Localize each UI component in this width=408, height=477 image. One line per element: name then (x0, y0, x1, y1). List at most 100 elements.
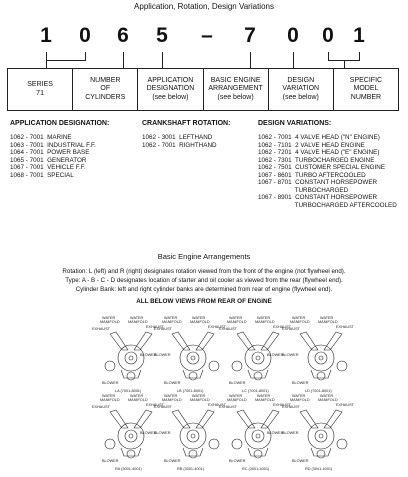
blower-label: BLOWER (282, 353, 299, 357)
engine-sketch: WATERMANIFOLDEXHAUSTWATERMANIFOLDEXHAUST… (154, 394, 227, 471)
design-row: 1062 - 7201 4 VALVE HEAD ("E" ENGINE) (258, 149, 380, 156)
application-row: 1068 - 7001 SPECIAL (10, 171, 74, 179)
water-manifold-label: MANIFOLD (255, 398, 275, 402)
exhaust-label: EXHAUST (282, 405, 301, 409)
engine-caption: LB (7001-8001) (177, 389, 204, 393)
exhaust-label: EXHAUST (336, 325, 355, 329)
application-row: 1062 - 7001 MARINE (10, 134, 72, 141)
crankshaft-section: CRANKSHAFT ROTATION: 1062 - 3001 LEFTHAN… (142, 120, 252, 149)
exhaust-label: EXHAUST (219, 405, 238, 409)
design-section: DESIGN VARIATIONS: 1062 - 7001 4 VALVE H… (258, 120, 406, 209)
exhaust-label: EXHAUST (92, 327, 111, 331)
digit-model-1: 0 (322, 24, 334, 47)
water-manifold-label: MANIFOLD (290, 320, 310, 324)
type-note: Type: A - B - C - D designates location … (65, 277, 343, 284)
application-section: APPLICATION DESIGNATION: 1062 - 7001 MAR… (10, 120, 135, 179)
engine-caption: LC (7001-8001) (242, 389, 269, 393)
water-manifold-label: MANIFOLD (318, 320, 338, 324)
water-manifold-label: MANIFOLD (162, 320, 182, 324)
design-row: TURBOCHARGED (258, 186, 349, 194)
blower-label: BLOWER (102, 381, 119, 385)
water-manifold-label: WATER (102, 316, 116, 320)
design-row: 1067 - 8601 TURBO AFTERCOOLED (258, 171, 366, 179)
water-manifold-label: WATER (130, 394, 144, 398)
water-manifold-label: MANIFOLD (227, 398, 247, 402)
design-row: 1062 - 7001 4 VALVE HEAD ("N" ENGINE) (258, 134, 380, 141)
digit-series-1: 1 (40, 24, 52, 47)
blower-label: BLOWER (164, 459, 181, 463)
water-manifold-label: MANIFOLD (290, 398, 310, 402)
crankshaft-row: 1062 - 7001 RIGHTHAND (142, 141, 217, 149)
engine-sketch: WATERMANIFOLDEXHAUSTWATERMANIFOLDEXHAUST… (219, 316, 292, 393)
water-manifold-label: MANIFOLD (100, 320, 120, 324)
engine-caption: RB (3001-4001) (177, 467, 205, 471)
water-manifold-label: WATER (257, 394, 271, 398)
arrangements-title: Basic Engine Arrangements (157, 252, 251, 261)
water-manifold-label: WATER (130, 316, 144, 320)
water-manifold-label: MANIFOLD (100, 398, 120, 402)
exhaust-label: EXHAUST (273, 403, 292, 407)
box-arrangement: BASIC ENGINE ARRANGEMENT (see below) (204, 69, 269, 110)
engine-caption: RC (3001-4001) (242, 467, 270, 471)
exhaust-label: EXHAUST (146, 325, 165, 329)
digit-series-2: 0 (79, 24, 91, 47)
water-manifold-label: MANIFOLD (227, 320, 247, 324)
exhaust-label: EXHAUST (208, 325, 227, 329)
digit-model-2: 1 (353, 24, 365, 47)
design-row: 1062 - 7501 CUSTOMER SPECIAL ENGINE (258, 164, 386, 171)
engine-sketch: WATERMANIFOLDEXHAUSTWATERMANIFOLDEXHAUST… (282, 316, 355, 393)
exhaust-label: EXHAUST (282, 327, 301, 331)
model-number-legend: SERIES 71 NUMBER OF CYLINDERS APPLICATIO… (7, 68, 399, 111)
water-manifold-label: WATER (192, 394, 206, 398)
engine-sketch: WATERMANIFOLDEXHAUSTWATERMANIFOLDEXHAUST… (154, 316, 227, 393)
water-manifold-label: MANIFOLD (162, 398, 182, 402)
exhaust-label: EXHAUST (154, 327, 173, 331)
application-row: 1064 - 7001 POWER BASE (10, 149, 90, 156)
blower-label: BLOWER (229, 459, 246, 463)
exhaust-label: EXHAUST (92, 405, 111, 409)
water-manifold-label: WATER (229, 316, 243, 320)
blower-label: BLOWER (282, 431, 299, 435)
application-row: 1065 - 7001 GENERATOR (10, 156, 87, 164)
design-row: 1062 - 7101 2 VALVE HEAD ENGINE (258, 141, 365, 149)
design-row: 1067 - 8901 CONSTANT HORSEPOWER (258, 194, 378, 201)
blower-label: BLOWER (154, 431, 171, 435)
exhaust-label: EXHAUST (336, 403, 355, 407)
blower-label: BLOWER (267, 353, 284, 357)
exhaust-label: EXHAUST (154, 405, 173, 409)
water-manifold-label: MANIFOLD (128, 398, 148, 402)
water-manifold-label: WATER (164, 394, 178, 398)
cylinder-bank-note: Cylinder Bank: left and right cylinder b… (75, 286, 333, 293)
digit-application: 5 (156, 24, 168, 47)
digit-dash: – (201, 24, 213, 47)
design-row: 1067 - 8701 CONSTANT HORSEPOWER (258, 179, 378, 186)
application-heading: APPLICATION DESIGNATION: (10, 120, 110, 127)
box-series: SERIES 71 (8, 69, 74, 110)
exhaust-label: EXHAUST (219, 327, 238, 331)
engine-caption: RD (3001-4001) (305, 467, 333, 471)
rotation-note: Rotation: L (left) and R (right) designa… (62, 268, 346, 275)
crankshaft-heading: CRANKSHAFT ROTATION: (142, 120, 231, 127)
water-manifold-label: WATER (320, 394, 334, 398)
water-manifold-label: WATER (320, 316, 334, 320)
blower-label: BLOWER (102, 459, 119, 463)
water-manifold-label: WATER (192, 316, 206, 320)
water-manifold-label: WATER (229, 394, 243, 398)
application-row: 1067 - 7001 VEHICLE F.F. (10, 164, 86, 171)
design-row: TURBOCHARGED AFTERCOOLED (258, 201, 397, 209)
page-title: Application, Rotation, Design Variations (134, 2, 274, 11)
water-manifold-label: WATER (257, 316, 271, 320)
box-cylinders: NUMBER OF CYLINDERS (73, 69, 139, 110)
blower-label: BLOWER (140, 431, 157, 435)
digit-cylinders: 6 (117, 24, 129, 47)
digit-variation: 0 (287, 24, 299, 47)
design-heading: DESIGN VARIATIONS: (258, 120, 332, 127)
engine-sketch: WATERMANIFOLDEXHAUSTWATERMANIFOLDEXHAUST… (92, 394, 165, 471)
